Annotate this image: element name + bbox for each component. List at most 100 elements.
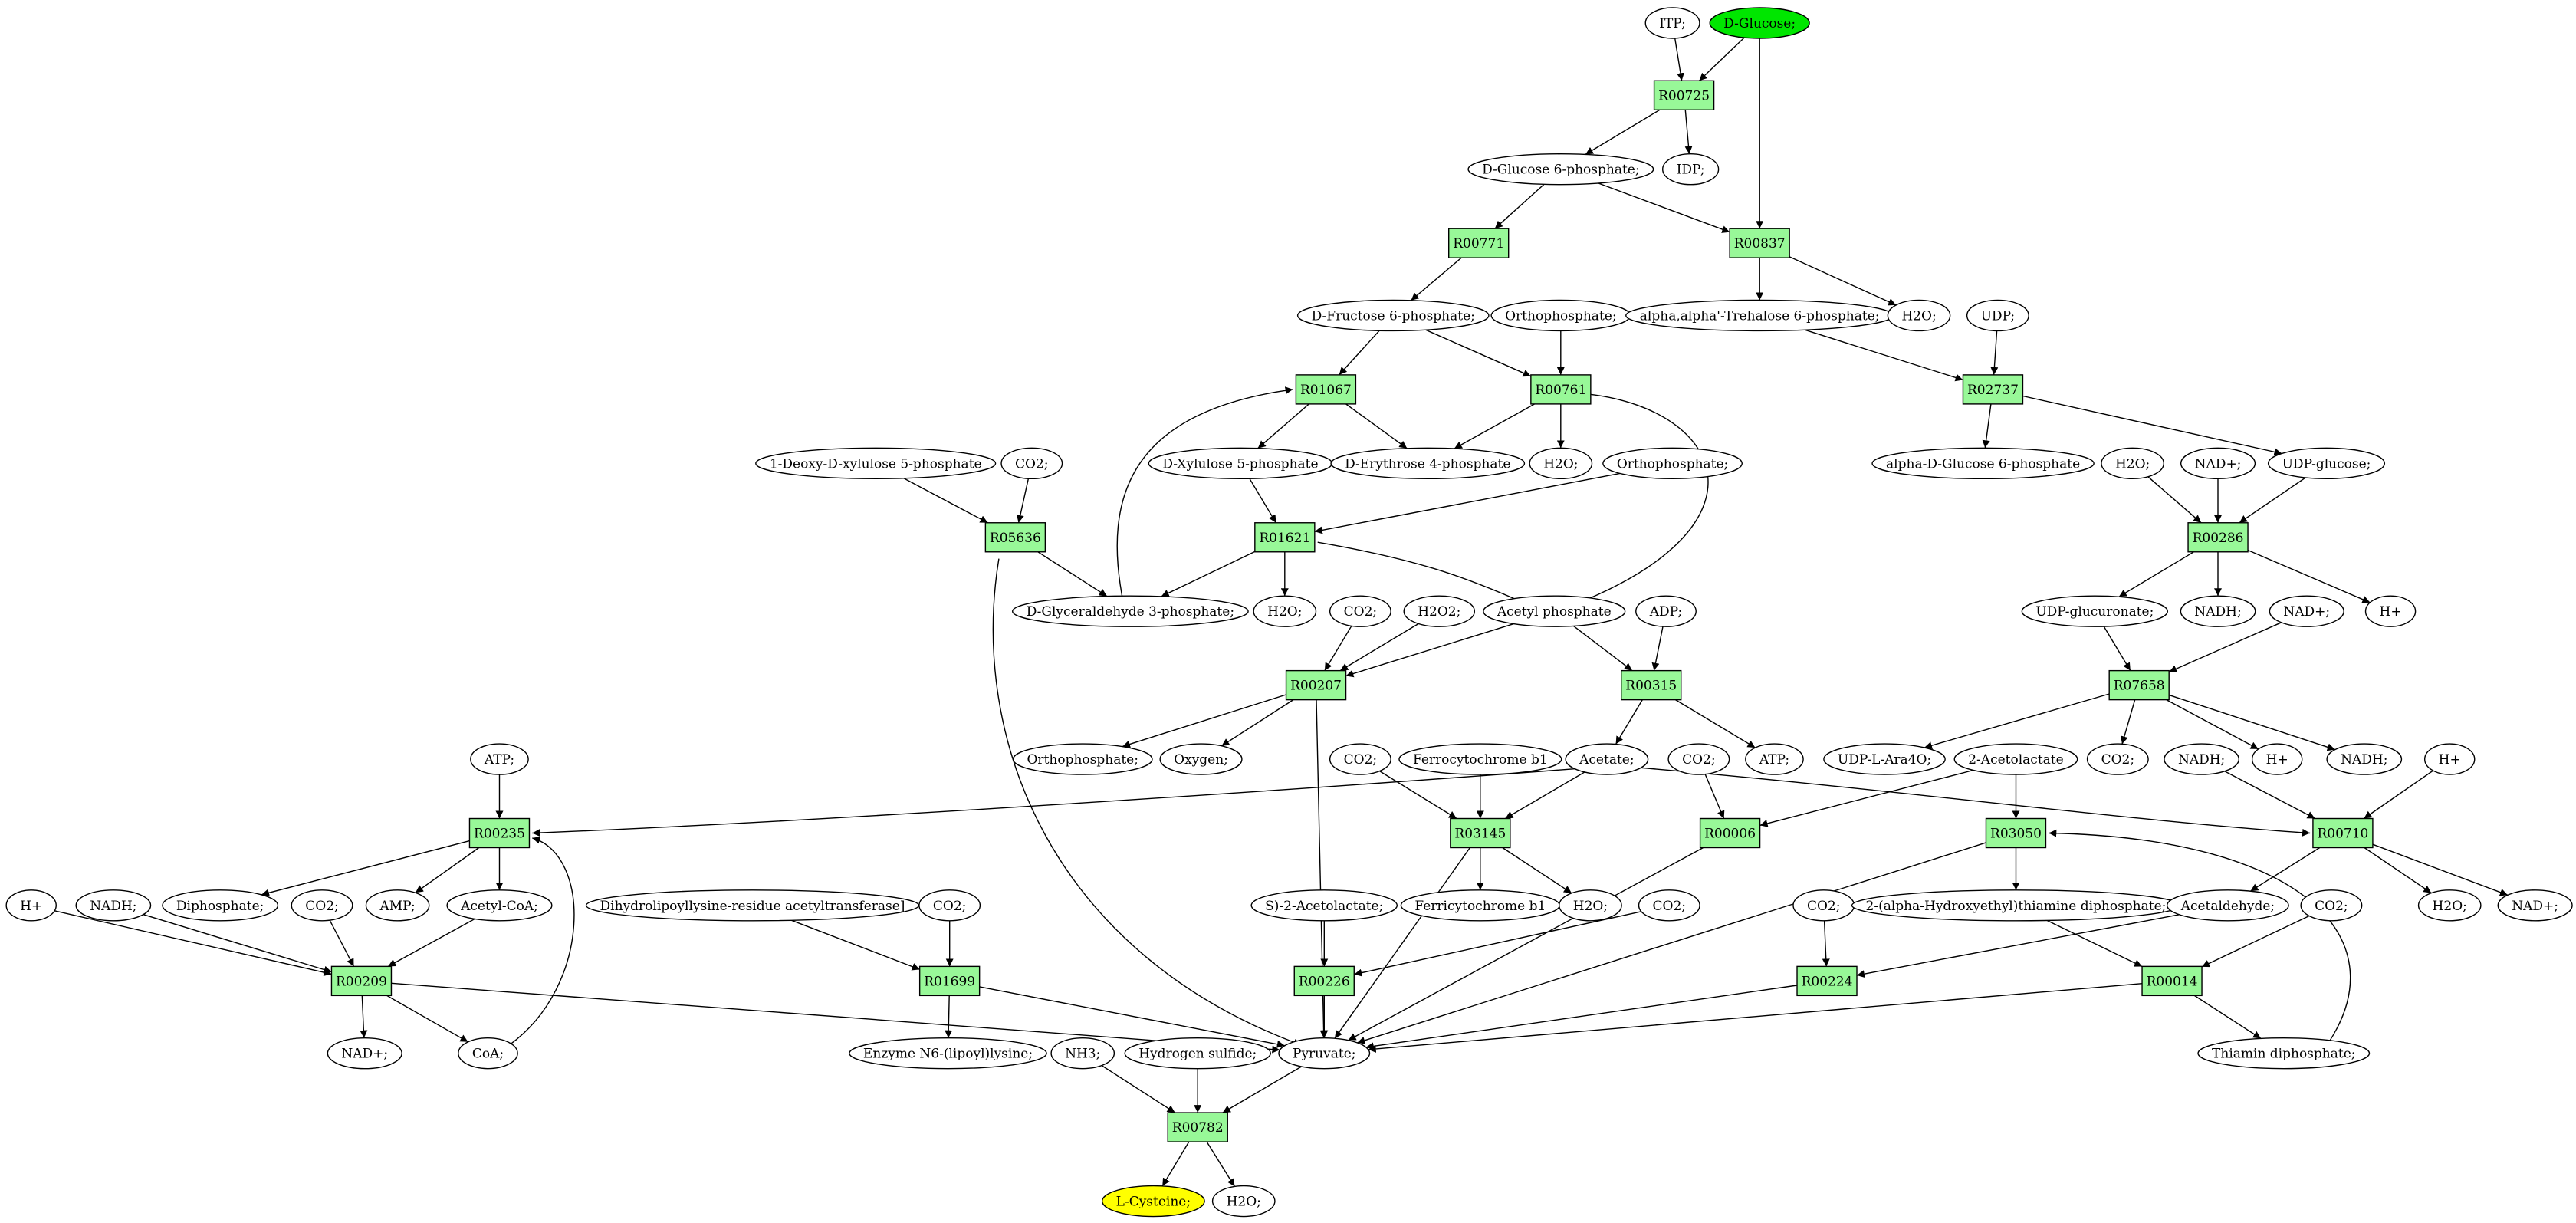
metabolite-ellipse	[1011, 595, 1249, 627]
node-label: Ferrocytochrome b1	[1413, 752, 1548, 768]
reaction-box	[1962, 374, 2024, 405]
reaction-box	[984, 522, 1046, 553]
node-label: R00315	[1625, 679, 1677, 694]
edge-hetpp-r14	[2046, 919, 2143, 968]
metabolite-ellipse	[1330, 447, 1526, 480]
metabolite-ellipse	[1329, 743, 1392, 775]
edge-r837-h2oA	[1789, 256, 1897, 306]
edge-r7658-co2E	[2120, 699, 2136, 745]
node-dihyd: Dihydrolipoyllysine-residue acetyltransf…	[585, 889, 920, 922]
reaction-box	[918, 965, 981, 997]
metabolite-ellipse	[1966, 299, 2029, 332]
edge-acald-r224	[1856, 914, 2180, 978]
node-label: Dihydrolipoyllysine-residue acetyltransf…	[600, 899, 905, 914]
edge-h2oC-r286	[2147, 476, 2202, 524]
edge-r14-pyr	[1368, 983, 2143, 1053]
node-label: ATP;	[484, 752, 514, 768]
node-gap: D-Glyceraldehyde 3-phosphate;	[1011, 595, 1249, 627]
node-label: 1-Deoxy-D-xylulose 5-phosphate	[770, 456, 982, 472]
node-label: R00235	[474, 827, 525, 842]
node-nadpC: NAD+;	[2497, 889, 2573, 922]
node-label: CO2;	[1807, 899, 1841, 914]
node-label: Hydrogen sulfide;	[1138, 1047, 1257, 1062]
metabolite-ellipse	[1635, 595, 1697, 627]
reaction-box	[2108, 669, 2170, 701]
edge-r725-idp	[1684, 110, 1693, 154]
node-label: 2-(alpha-Hydroxyethyl)thiamine diphospha…	[1866, 899, 2167, 914]
node-label: NAD+;	[2283, 604, 2330, 620]
node-label: UDP-glucuronate;	[2036, 604, 2154, 620]
node-co2J: CO2;	[2300, 889, 2363, 922]
node-coa: CoA;	[458, 1037, 518, 1070]
node-label: NAD+;	[2195, 456, 2242, 472]
node-co2A: CO2;	[1001, 447, 1063, 480]
metabolite-ellipse	[1559, 889, 1622, 922]
node-co2E: CO2;	[2086, 743, 2149, 775]
node-r224: R00224	[1796, 965, 1858, 997]
reaction-box	[1985, 817, 2047, 849]
node-h2oA: H2O;	[1887, 299, 1951, 332]
edge-co2C-r3145	[1379, 771, 1457, 820]
node-label: D-Glyceraldehyde 3-phosphate;	[1027, 604, 1234, 620]
node-r782: R00782	[1167, 1112, 1228, 1142]
metabolite-ellipse	[2164, 743, 2239, 775]
node-h2oB: H2O;	[1529, 447, 1593, 480]
edge-r3145-pyr	[1334, 847, 1470, 1039]
node-label: Pyruvate;	[1293, 1047, 1355, 1062]
node-label: D-Glucose 6-phosphate;	[1482, 163, 1640, 178]
node-label: H2O;	[2433, 899, 2467, 914]
node-label: R00006	[1704, 827, 1756, 842]
node-label: CO2;	[1015, 456, 1049, 472]
node-r5636: R05636	[984, 522, 1046, 553]
node-label: AMP;	[379, 899, 415, 914]
node-label: 2-Acetolactate	[1968, 752, 2063, 768]
edge-nadpB-r7658	[2168, 622, 2282, 673]
metabolite-ellipse	[470, 743, 529, 775]
edge-r7658-udpara	[1924, 693, 2110, 750]
node-x5p: D-Xylulose 5-phosphate	[1148, 447, 1333, 480]
node-label: R07658	[2114, 679, 2165, 694]
edge-r235-amp	[415, 847, 480, 893]
node-h2oE: H2O;	[1559, 889, 1622, 922]
node-label: H2O;	[1227, 1195, 1261, 1210]
edge-co2I-r224	[1822, 920, 1830, 967]
node-adp: ADP;	[1635, 595, 1697, 627]
node-label: UDP;	[1981, 308, 2016, 324]
node-ferri: Ferricytochrome b1	[1400, 889, 1561, 922]
reaction-box	[1167, 1112, 1228, 1142]
edge-nadhD-r209	[143, 914, 332, 974]
edge-r315-atpB	[1675, 699, 1756, 748]
node-r14: R00014	[2141, 965, 2203, 997]
node-label: R05636	[990, 531, 1041, 546]
metabolite-ellipse	[2497, 889, 2573, 922]
node-label: CO2;	[1344, 752, 1378, 768]
edge-co2B-r207	[1324, 625, 1352, 671]
node-label: D-Xylulose 5-phosphate	[1162, 456, 1318, 472]
metabolite-ellipse	[2326, 743, 2403, 775]
node-nh3: NH3;	[1050, 1037, 1116, 1070]
edge-acet-r235	[532, 767, 1594, 837]
node-dglc: D-Glucose;	[1709, 7, 1810, 39]
edge-r5636-pyr	[992, 558, 1302, 1047]
node-label: R00710	[2317, 827, 2368, 842]
node-r771: R00771	[1447, 228, 1510, 258]
node-label: IDP;	[1677, 163, 1705, 178]
node-label: R00286	[2193, 531, 2244, 546]
node-label: H+	[20, 899, 42, 914]
node-label: Orthophosphate;	[1505, 308, 1616, 324]
edge-r782-h2oG	[1206, 1141, 1235, 1187]
node-label: H+	[2380, 604, 2402, 620]
node-r1067: R01067	[1295, 374, 1357, 405]
node-label: H2O;	[1267, 604, 1302, 620]
metabolite-ellipse	[1709, 7, 1810, 39]
node-label: NADH;	[2194, 604, 2241, 620]
node-label: NADH;	[2341, 752, 2387, 768]
edge-co2D-r6	[1704, 774, 1725, 819]
edge-r209-nadpD	[360, 995, 368, 1038]
metabolite-ellipse	[1124, 1037, 1271, 1070]
node-co2C: CO2;	[1329, 743, 1392, 775]
reaction-box	[1796, 965, 1858, 997]
edge-deoxy-r5636	[903, 478, 988, 524]
metabolite-ellipse	[2300, 889, 2363, 922]
node-label: L-Cysteine;	[1116, 1195, 1191, 1210]
